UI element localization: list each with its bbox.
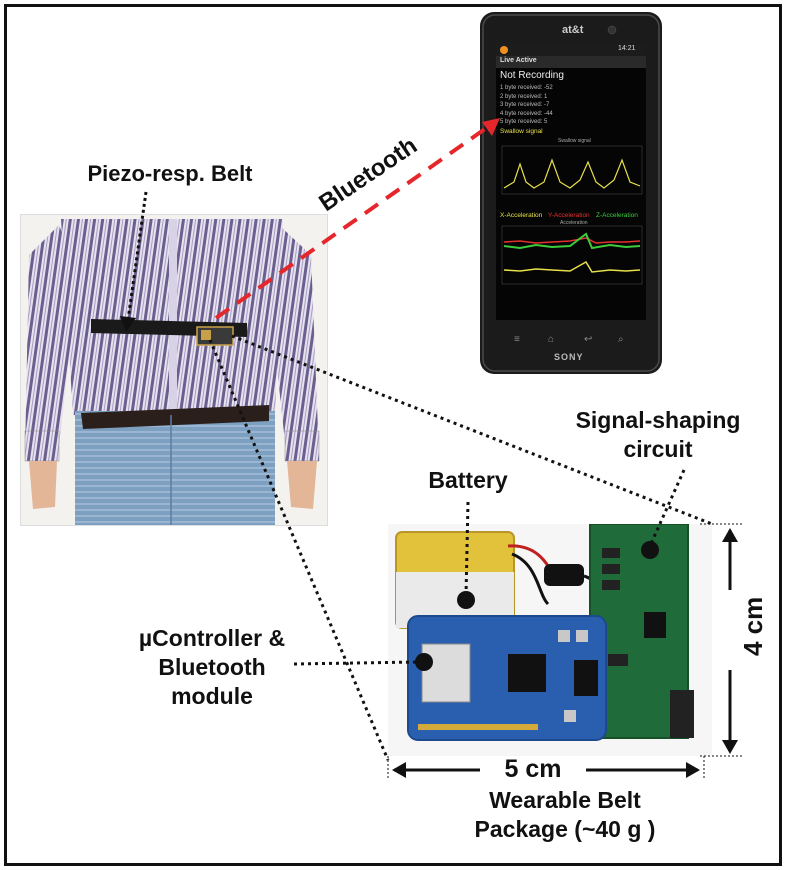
package-line-2: Package (~40 g ) — [474, 815, 656, 842]
z-acc-label: Z-Acceleration — [596, 212, 638, 219]
package-label: Wearable Belt Package (~40 g ) — [420, 786, 710, 844]
byte-line: 2 byte received: 1 — [500, 93, 548, 100]
signal-shaping-line-1: Signal-shaping — [575, 407, 741, 433]
battery-pointer — [464, 501, 470, 597]
signal-shaping-pointer — [648, 469, 686, 547]
carrier-logo: at&t — [562, 24, 584, 36]
byte-line: 3 byte received: -7 — [500, 102, 550, 108]
person-photo — [20, 214, 328, 526]
connector-line-bottom — [208, 339, 390, 761]
wearable-board-photo — [388, 523, 712, 756]
package-line-1: Wearable Belt — [489, 787, 641, 813]
app-title: Live Active — [500, 57, 537, 64]
chart2-title: Acceleration — [560, 220, 588, 226]
phone-body: ≡ ⌂ ↩ ⌕ — [480, 12, 662, 374]
bluetooth-label: Bluetooth — [314, 132, 422, 217]
menu-icon: ≡ — [514, 334, 520, 345]
signal-shaping-marker — [641, 541, 659, 559]
connector-line-top — [231, 334, 713, 526]
battery-label: Battery — [428, 467, 508, 493]
x-acceleration-line — [503, 260, 641, 273]
chart1-title: Swallow signal — [558, 138, 591, 144]
smartphone: ≡ ⌂ ↩ ⌕ at&t 14:21 Live Active Not Recor… — [480, 12, 662, 374]
mcu-label: µController & Bluetooth module — [124, 624, 300, 710]
byte-list: 1 byte received: -52 2 byte received: 1 … — [500, 84, 553, 127]
z-acceleration-line — [503, 232, 641, 250]
swallow-signal-line — [503, 158, 641, 189]
swallow-label: Swallow signal — [500, 128, 543, 135]
home-icon: ⌂ — [548, 334, 554, 345]
byte-line: 5 byte received: 5 — [500, 119, 548, 125]
battery-marker — [457, 591, 475, 609]
search-icon: ⌕ — [618, 334, 624, 345]
mcu-line-2: Bluetooth — [158, 653, 266, 680]
byte-line: 4 byte received: -44 — [500, 110, 553, 117]
belt-pointer — [126, 191, 148, 321]
board-illustration — [388, 523, 712, 756]
mcu-pointer — [293, 660, 419, 666]
belt-label: Piezo-resp. Belt — [87, 161, 253, 186]
bluetooth-module — [421, 643, 471, 703]
back-icon: ↩ — [584, 334, 592, 345]
signal-shaping-line-2: circuit — [623, 435, 693, 462]
byte-line: 1 byte received: -52 — [500, 85, 553, 91]
status-time: 14:21 — [618, 45, 636, 52]
y-acc-label: Y-Acceleration — [548, 212, 590, 219]
signal-shaping-label: Signal-shaping circuit — [552, 406, 764, 464]
x-acc-label: X-Acceleration — [500, 212, 543, 219]
width-label: 5 cm — [504, 755, 562, 783]
mcu-line-3: module — [171, 682, 253, 709]
bluetooth-arrow — [214, 122, 494, 320]
brand-logo: SONY — [554, 352, 584, 362]
height-label: 4 cm — [738, 597, 768, 656]
mcu-line-1: µController & — [138, 625, 286, 651]
mcu-marker — [415, 653, 433, 671]
person-illustration — [24, 219, 320, 525]
recording-status: Not Recording — [500, 70, 564, 81]
